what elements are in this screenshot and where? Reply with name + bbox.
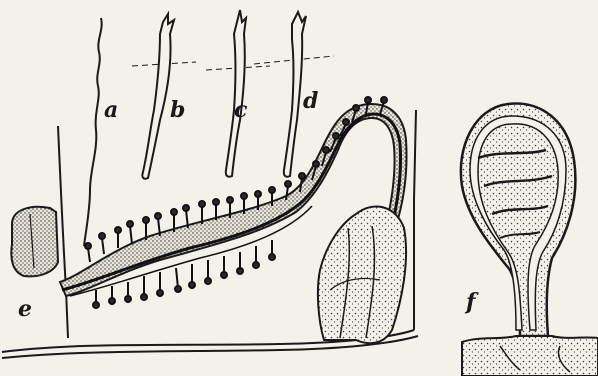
structure-e-cap (11, 207, 58, 277)
structure-e-organ (318, 206, 406, 343)
structure-a-outline (84, 18, 102, 246)
structure-f-sac (461, 103, 576, 336)
label-a: a (104, 99, 118, 121)
label-d: d (303, 90, 318, 112)
structure-f-base (462, 336, 598, 376)
label-e: e (18, 298, 32, 320)
label-b: b (170, 99, 185, 121)
structure-c-outline (226, 10, 246, 177)
label-f: f (466, 291, 475, 313)
label-c: c (234, 99, 247, 121)
